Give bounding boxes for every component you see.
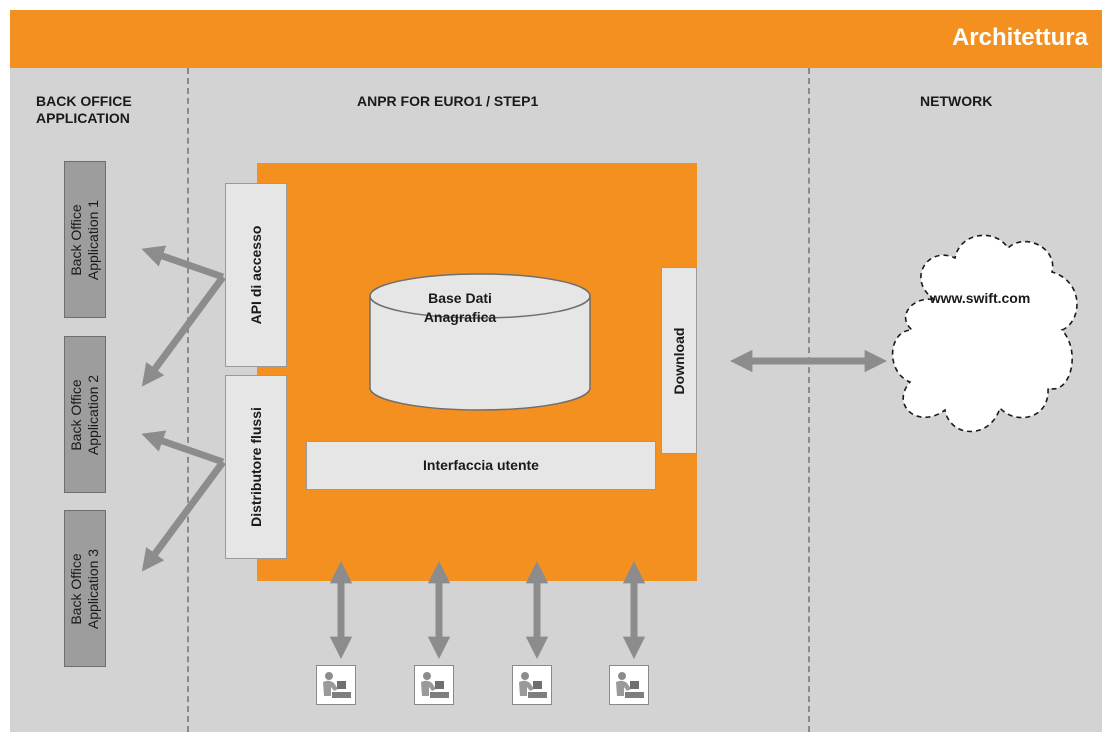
anpr-column-title: ANPR FOR EURO1 / STEP1 <box>357 93 539 109</box>
user-workstation-icon <box>316 665 356 705</box>
internet-cloud <box>891 234 1078 433</box>
api-access-box: API di accesso <box>225 183 287 367</box>
api-arrows <box>141 245 226 387</box>
header-banner: Architettura <box>10 10 1102 68</box>
user-arrows <box>329 561 646 659</box>
back-office-app-2: Back Office Application 2 <box>64 336 106 493</box>
back-office-title-line1: BACK OFFICE <box>36 93 132 109</box>
flow-distributor-box: Distributore flussi <box>225 375 287 559</box>
cloud-label: www.swift.com <box>929 290 1031 306</box>
distributor-arrows <box>141 430 226 572</box>
column-divider-right <box>808 68 810 732</box>
download-box: Download <box>661 267 697 454</box>
database-cylinder <box>369 273 591 411</box>
database-label-line1: Base Dati <box>428 290 492 306</box>
back-office-column-title: BACK OFFICE APPLICATION <box>36 93 132 127</box>
user-interface-label: Interfaccia utente <box>423 457 539 473</box>
back-office-app-3: Back Office Application 3 <box>64 510 106 667</box>
user-workstation-icon <box>414 665 454 705</box>
user-interface-box: Interfaccia utente <box>306 441 656 490</box>
database-label-line2: Anagrafica <box>423 309 497 325</box>
user-workstation-icon <box>512 665 552 705</box>
back-office-title-line2: APPLICATION <box>36 110 130 126</box>
back-office-app-1: Back Office Application 1 <box>64 161 106 318</box>
network-column-title: NETWORK <box>920 93 993 109</box>
database-label: Base Dati Anagrafica <box>390 289 530 327</box>
column-divider-left <box>187 68 189 732</box>
page-title: Architettura <box>951 24 1088 51</box>
user-workstation-icon <box>609 665 649 705</box>
